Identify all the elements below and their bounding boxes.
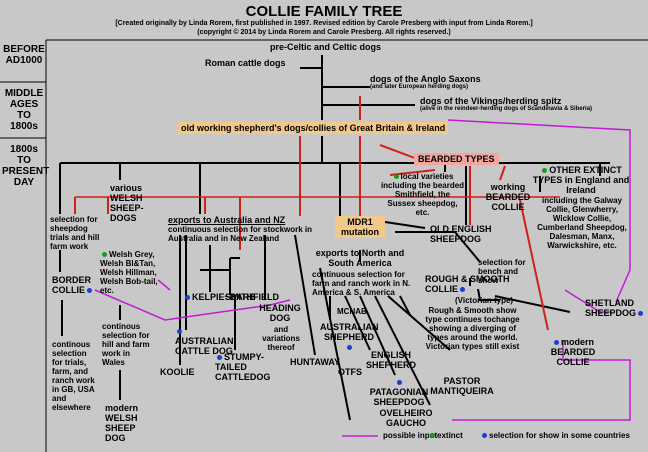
node-border-collie: BORDER COLLIE [52, 275, 92, 295]
copyright-line: (copyright © 2014 by Linda Rorem and Car… [197, 29, 451, 36]
page-title: COLLIE FAMILY TREE [245, 3, 403, 20]
node-aus-cattle: AUSTRALIAN CATTLE DOG [175, 326, 237, 356]
node-heading-variations: and variations thereof [262, 325, 300, 352]
era-before-ad1000: BEFORE AD1000 [3, 44, 45, 66]
node-continuous-wales: continous selection for hill and farm wo… [102, 322, 150, 367]
node-victorian: (Victorian type) [455, 296, 514, 305]
legend-possible-input: possible input [383, 431, 438, 440]
show-dot-icon [346, 345, 352, 351]
node-selection-bench: selection for bench and show [478, 258, 526, 285]
show-dot-icon [482, 433, 487, 439]
node-old-working-collies: old working shepherd's dogs/collies of G… [178, 122, 449, 134]
node-anglo-saxon-sub: (and later European herding dogs) [370, 84, 469, 90]
extinct-dot-icon [393, 174, 399, 180]
node-kelpie: KELPIE~BARB [183, 292, 256, 302]
node-australian-shepherd: AUSTRALIAN SHEPHERD [320, 322, 379, 352]
node-welsh-sheepdogs: various WELSH SHEEP-DOGS [110, 183, 144, 223]
node-other-extinct-list: including the Galway Collie, Glenwherry,… [537, 196, 627, 250]
node-vikings: dogs of the Vikings/herding spitz [420, 96, 562, 106]
node-mdr1: MDR1 mutation [335, 216, 385, 238]
node-pastor: PASTOR MANTIQUEIRA [430, 376, 494, 396]
node-patagonian: PATAGONIAN SHEEPDOG [368, 377, 430, 407]
node-bearded-types: BEARDED TYPES [414, 153, 499, 165]
node-smithfield: SMITHFIELD [225, 292, 279, 302]
credit-line: [Created originally by Linda Rorem, firs… [115, 20, 533, 27]
node-exports-americas: exports to North and South America [315, 248, 405, 268]
extinct-dot-icon [542, 168, 548, 174]
node-old-english: OLD ENGLISH SHEEPDOG [430, 224, 492, 244]
node-continuous-gb: continous selection for trials, farm, an… [52, 340, 95, 412]
node-selection-trials: selection for sheepdog trials and hill f… [50, 215, 100, 251]
show-dot-icon [177, 329, 182, 335]
legend-extinct: extinct [428, 431, 463, 440]
legend-selection-show: selection for show in some countries [480, 431, 630, 440]
show-dot-icon [396, 380, 402, 386]
node-anglo-saxon: dogs of the Anglo Saxons [370, 74, 481, 84]
node-welsh-list: Welsh Grey, Welsh Bl&Tan, Welsh Hillman,… [100, 250, 158, 295]
node-stumpy: STUMPY-TAILED CATTLEDOG [215, 352, 271, 382]
node-mcnab: MCNAB [337, 307, 367, 316]
node-roman: Roman cattle dogs [205, 58, 286, 68]
node-koolie: KOOLIE [160, 367, 195, 377]
show-dot-icon [217, 355, 222, 361]
node-shetland: SHETLAND SHEEPDOG [585, 298, 647, 318]
node-modern-bearded: modern BEARDED COLLIE [550, 337, 596, 367]
extinct-dot-icon [430, 433, 435, 439]
node-vikings-sub: (alive in the reindeer-herding dogs of S… [420, 106, 593, 112]
extinct-dot-icon [102, 252, 107, 258]
show-dot-icon [460, 287, 465, 293]
node-rough-smooth: ROUGH & SMOOTH COLLIE [425, 274, 510, 294]
node-exports-australia: exports to Australia and NZ [168, 215, 286, 225]
show-dot-icon [87, 288, 92, 294]
era-modern: 1800s TO PRESENT DAY [2, 144, 50, 188]
node-rough-smooth-desc: Rough & Smooth show type continues tocha… [425, 306, 520, 351]
node-pre-celtic: pre-Celtic and Celtic dogs [270, 42, 382, 52]
node-english-shepherd: ENGLISH SHEPHERD [365, 350, 416, 370]
era-middle-ages: MIDDLE AGES TO 1800s [4, 88, 44, 132]
node-other-extinct: OTHER EXTINCT TYPES in England and Irela… [532, 165, 630, 195]
show-dot-icon [185, 295, 190, 301]
node-otfs: OTFS [338, 367, 362, 377]
node-modern-welsh: modern WELSH SHEEP DOG [105, 403, 139, 443]
node-huntaway: HUNTAWAY [290, 357, 341, 367]
node-continuous-americas: continuous selection for farm and ranch … [312, 270, 411, 297]
node-local-varieties: local varieties including the bearded Sm… [380, 172, 465, 217]
node-working-bearded: working BEARDED COLLIE [485, 182, 531, 212]
show-dot-icon [638, 311, 644, 317]
node-ovelheiro: OVELHEIRO GAUCHO [379, 408, 433, 428]
show-dot-icon [553, 340, 559, 346]
node-heading-dog: HEADING DOG [259, 303, 301, 323]
node-continuous-australia: continuous selection for stockwork in Au… [168, 225, 313, 243]
